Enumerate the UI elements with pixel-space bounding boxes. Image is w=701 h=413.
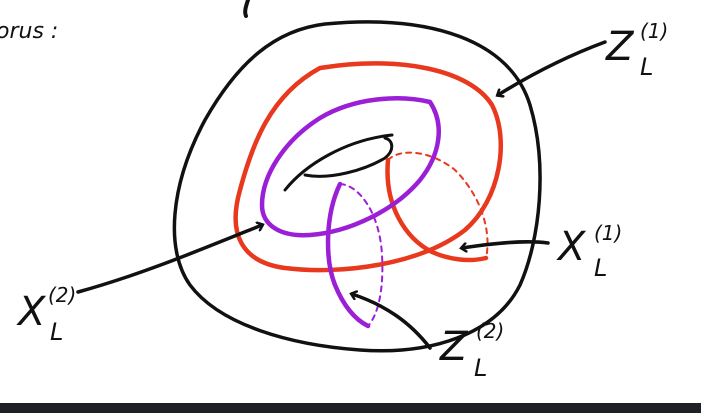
svg-text:Z: Z xyxy=(605,24,635,70)
torus-hole-upper xyxy=(283,133,394,192)
red-loop-x1 xyxy=(385,157,489,263)
svg-text:X: X xyxy=(16,289,47,335)
svg-text:L: L xyxy=(474,354,487,382)
purple-loop-x2 xyxy=(259,96,441,238)
arrow-x2 xyxy=(76,225,262,294)
label-x2: X L (2) xyxy=(16,283,76,346)
arrow-x1 xyxy=(462,240,550,248)
label-z2: Z L (2) xyxy=(439,319,504,382)
svg-text:Z: Z xyxy=(439,324,469,370)
red-loop-x1-dashed xyxy=(387,151,489,259)
purple-loop-z2 xyxy=(325,181,371,329)
top-ink-fragment xyxy=(243,0,250,18)
arrow-z1 xyxy=(498,40,607,95)
red-loop-z1 xyxy=(233,61,503,273)
bottom-bar xyxy=(0,403,701,413)
header-fragment: orus : xyxy=(0,19,58,44)
arrow-z2 xyxy=(352,294,432,350)
svg-text:(1): (1) xyxy=(640,19,668,43)
svg-text:(2): (2) xyxy=(48,283,76,307)
label-z1: Z L (1) xyxy=(605,19,668,81)
svg-text:L: L xyxy=(640,53,653,81)
label-x1: X L (1) xyxy=(556,221,622,282)
svg-text:L: L xyxy=(50,318,63,346)
torus-hole-lower xyxy=(303,136,394,178)
svg-text:(2): (2) xyxy=(476,319,504,343)
purple-loop-z2-dashed xyxy=(339,183,384,327)
svg-text:(1): (1) xyxy=(594,221,622,245)
torus-outline xyxy=(172,20,542,353)
svg-text:X: X xyxy=(556,224,587,270)
svg-text:L: L xyxy=(594,254,607,282)
